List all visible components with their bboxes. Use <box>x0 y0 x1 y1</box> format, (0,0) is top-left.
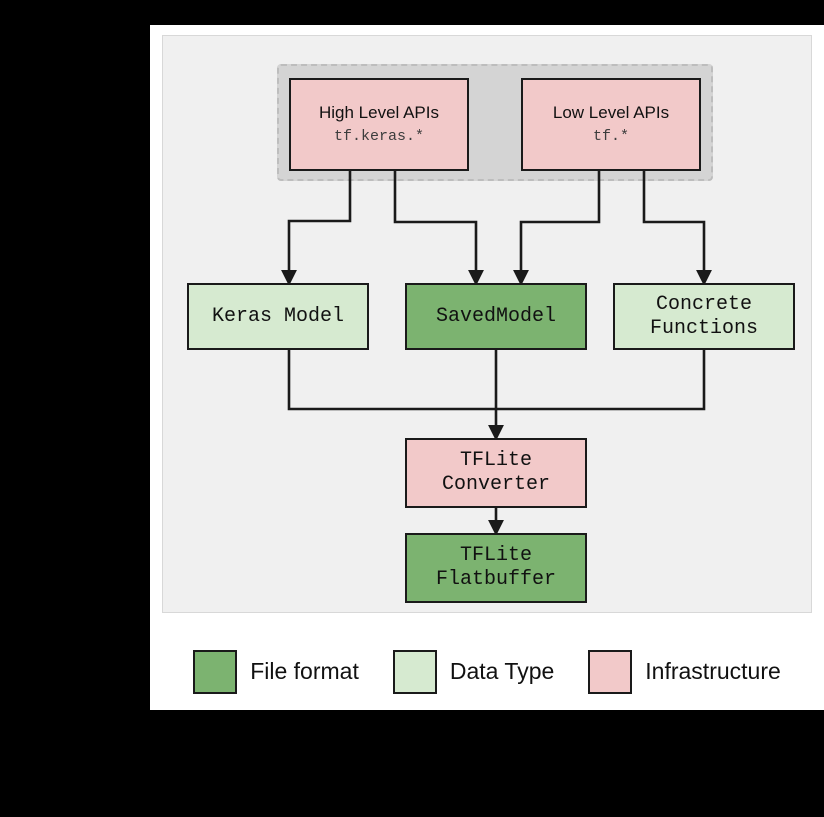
node-tflite-flatbuffer-title: TFLite Flatbuffer <box>435 544 557 591</box>
legend-item-data-type: Data Type <box>392 649 555 694</box>
legend-item-file-format: File format <box>193 649 359 694</box>
node-keras-model[interactable]: Keras Model <box>187 283 369 350</box>
node-low-level-apis[interactable]: Low Level APIs tf.* <box>521 78 701 171</box>
edge-high-level-apis-to-saved-model <box>393 171 485 286</box>
legend-swatch-data-type <box>392 649 437 694</box>
node-high-level-apis-title: High Level APIs <box>318 103 439 123</box>
node-high-level-apis-subtitle: tf.keras.* <box>333 128 424 146</box>
node-keras-model-title: Keras Model <box>211 304 345 328</box>
node-tflite-flatbuffer[interactable]: TFLite Flatbuffer <box>405 533 587 603</box>
edge-keras-model-to-bus <box>287 350 496 411</box>
diagram-card: High Level APIs tf.keras.* Low Level API… <box>150 25 824 710</box>
legend-swatch-file-format <box>193 649 238 694</box>
diagram-panel: High Level APIs tf.keras.* Low Level API… <box>162 35 812 613</box>
node-concrete-functions[interactable]: Concrete Functions <box>613 283 795 350</box>
legend-label-data-type: Data Type <box>449 658 555 684</box>
legend-item-infrastructure: Infrastructure <box>588 649 781 694</box>
edge-low-level-apis-to-saved-model <box>512 171 601 286</box>
legend-swatch-infrastructure <box>588 649 633 694</box>
legend-label-file-format: File format <box>250 658 359 684</box>
node-concrete-functions-title: Concrete Functions <box>649 292 759 340</box>
legend-label-infrastructure: Infrastructure <box>645 658 781 684</box>
node-saved-model-title: SavedModel <box>435 304 557 328</box>
edge-low-level-apis-to-concrete-functions <box>642 171 713 286</box>
legend: File format Data Type Infrastructure <box>150 633 824 710</box>
node-low-level-apis-title: Low Level APIs <box>552 103 670 123</box>
node-tflite-converter-title: TFLite Converter <box>441 449 551 496</box>
edge-concrete-functions-to-bus <box>496 350 706 411</box>
node-saved-model[interactable]: SavedModel <box>405 283 587 350</box>
node-high-level-apis[interactable]: High Level APIs tf.keras.* <box>289 78 469 171</box>
edge-high-level-apis-to-keras-model <box>280 171 352 286</box>
node-low-level-apis-subtitle: tf.* <box>592 128 629 146</box>
node-tflite-converter[interactable]: TFLite Converter <box>405 438 587 508</box>
